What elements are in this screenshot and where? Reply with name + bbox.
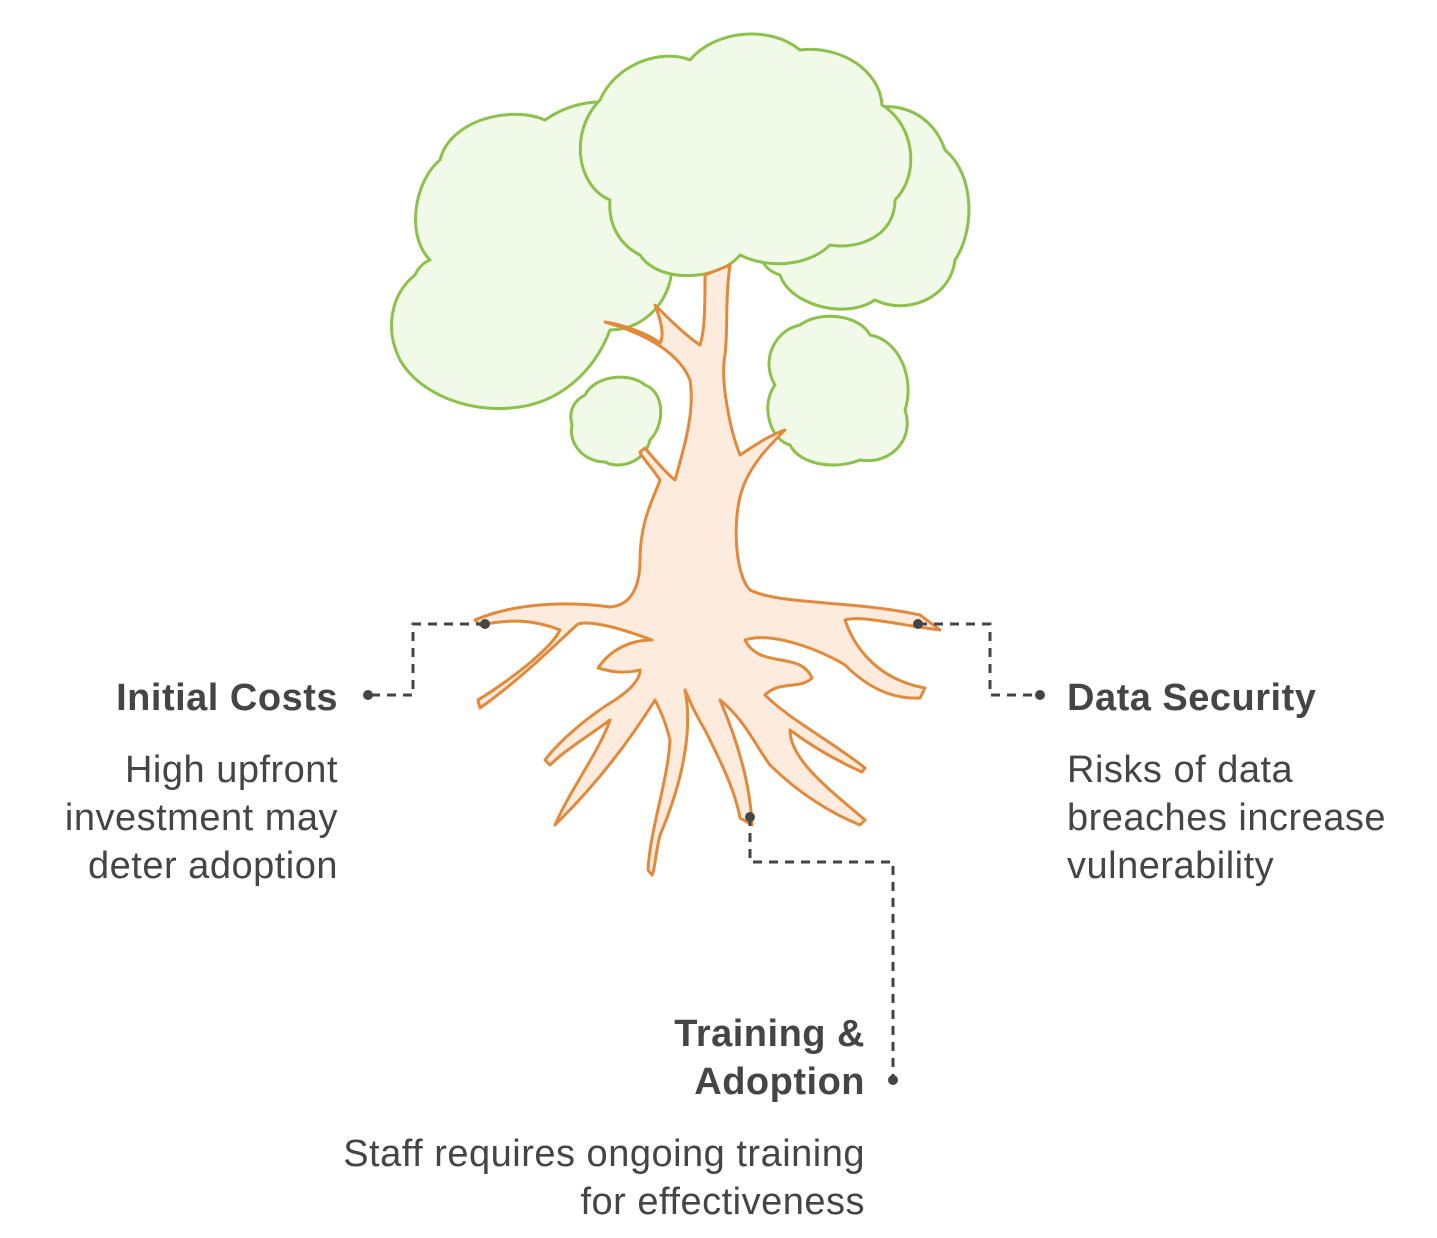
connectors	[368, 622, 1040, 1080]
dot-initial-costs-end	[363, 690, 373, 700]
data-security-title: Data Security	[1067, 677, 1317, 719]
initial-costs-description: High upfront investment may deter adopti…	[64, 749, 338, 887]
connector-initial-costs	[368, 622, 485, 697]
initial-costs-title: Initial Costs	[116, 677, 338, 719]
dot-data-security-end	[1035, 690, 1045, 700]
connector-dots	[363, 619, 1045, 1085]
training-adoption-description: Staff requires ongoing training for effe…	[343, 1133, 865, 1223]
tree-trunk-roots	[473, 263, 942, 877]
canopy-cloud-lower-right	[766, 314, 910, 467]
dot-initial-costs-start	[480, 619, 490, 629]
dot-training-start	[745, 812, 755, 822]
tree-canopy	[390, 32, 971, 467]
connector-training	[748, 817, 895, 1080]
canopy-cloud-small-left	[569, 375, 663, 467]
training-adoption-title: Training & Adoption	[674, 1013, 865, 1103]
dot-data-security-start	[913, 619, 923, 629]
tree-trunk	[473, 263, 942, 877]
canopy-cloud-top	[578, 32, 913, 278]
dot-training-end	[888, 1075, 898, 1085]
connector-data-security	[918, 622, 1040, 697]
data-security-description: Risks of data breaches increase vulnerab…	[1067, 749, 1387, 887]
